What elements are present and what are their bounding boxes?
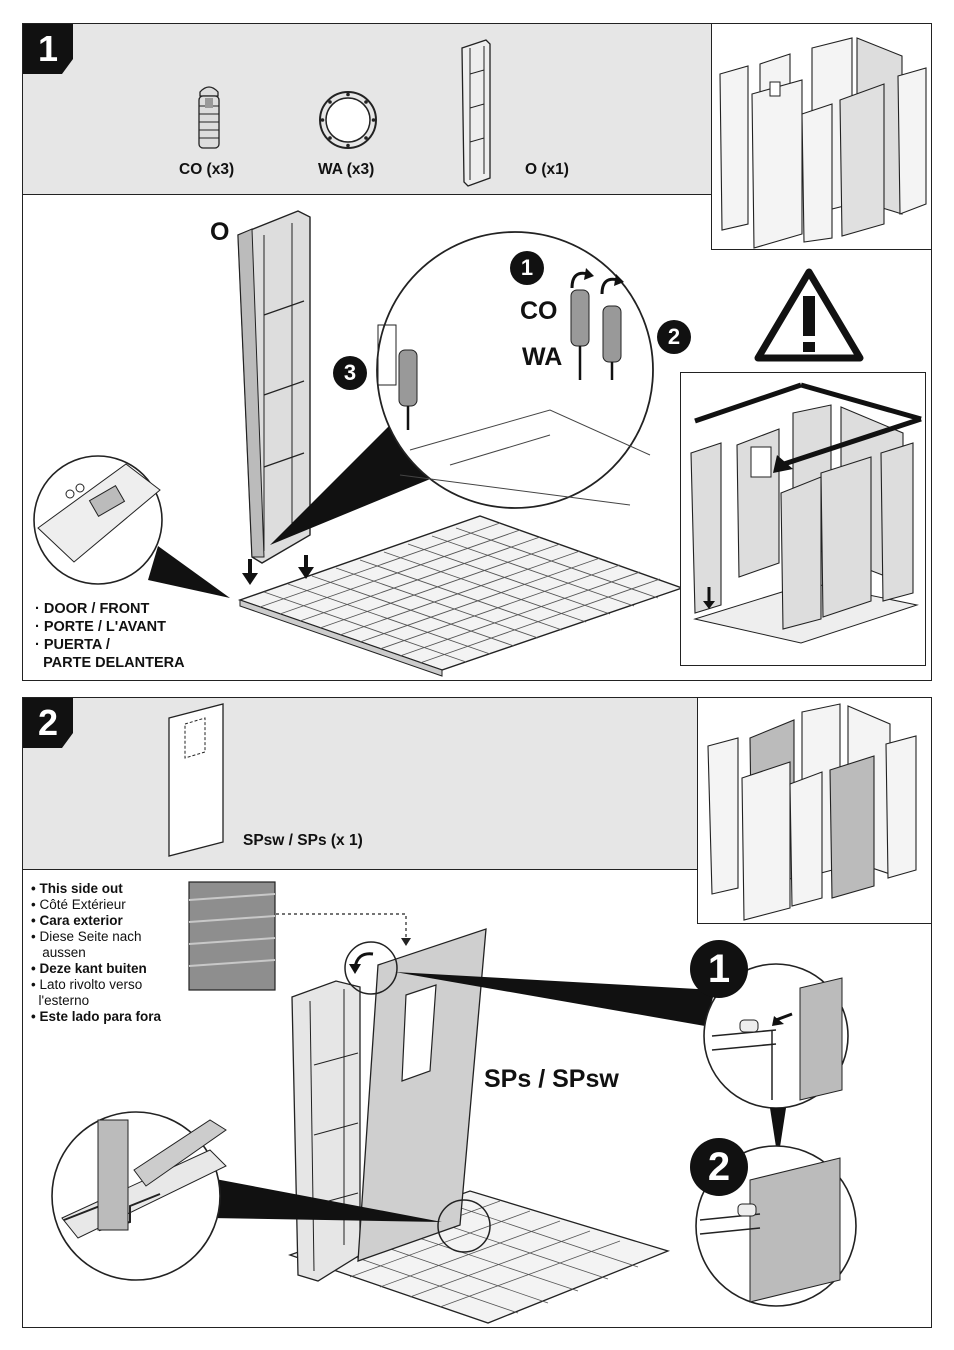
dashed-pointer [276,913,411,946]
callout-co: CO [520,297,558,325]
step2-number: 2 [23,698,73,748]
part-wa-label: WA (x3) [318,161,375,178]
door-front-en: DOOR / FRONT [43,601,150,617]
step2-detail-left [51,1111,227,1281]
step1-parts-bar [23,24,711,195]
step1-floor-drawing [237,515,685,677]
step2-connector-1 [395,972,715,1026]
side-out-it2: l'esterno [38,993,90,1008]
side-out-de2: aussen [42,945,86,960]
detail-step-1: 1 [690,940,748,998]
door-front-fr: PORTE / L'AVANT [43,619,166,635]
part-wa-icon [319,91,377,149]
step2-bottom-magnifier [437,1199,491,1253]
step1-detail-left [33,455,230,598]
step1-badge-wrap: 1 [23,24,73,74]
step2-badge-wrap: 2 [23,698,73,748]
step1-right-inset [680,372,926,666]
warning-icon [754,268,864,362]
door-front-es2: PARTE DELANTERA [43,655,185,671]
step2-overview-thumb [697,697,932,924]
sub-step-2: 2 [657,320,691,354]
door-front-list: · DOOR / FRONT · PORTE / L'AVANT · PUERT… [35,601,185,671]
part-sp-icon [168,703,224,857]
detail-step-2: 2 [690,1138,748,1196]
side-out-list: • This side out • Côté Extérieur • Cara … [31,881,162,1024]
step2-detail-1 [703,963,849,1109]
step1-panel-label: O [210,218,230,246]
part-o-label: O (x1) [525,161,569,178]
step1-number: 1 [23,24,73,74]
step2-frame [22,697,932,1328]
step2-connector-2 [210,1178,442,1222]
step2-panel-label: SPs / SPsw [484,1065,619,1093]
sub-step-1: 1 [510,251,544,285]
part-o-icon [461,39,491,187]
step1-side-panel-drawing [237,210,311,564]
side-out-en: This side out [39,881,123,896]
down-arrow-icon [242,555,314,585]
sub-step-3: 3 [333,356,367,390]
door-front-es: PUERTA / [43,637,110,653]
part-co-icon [198,86,220,149]
step2-top-magnifier [344,941,398,995]
step1-overview-thumb [711,23,932,250]
part-co-label: CO (x3) [179,161,235,178]
side-out-it: Lato rivolto verso [39,977,143,992]
step1-screws [398,289,622,430]
step1-frame [22,23,932,681]
side-out-nl: Deze kant buiten [39,961,147,976]
part-sp-label: SPsw / SPs (x 1) [243,832,363,849]
siding-texture [188,881,276,991]
rotate-arrow-icon [570,268,624,295]
side-out-es: Cara exterior [39,913,123,928]
step2-main-drawing [288,928,670,1324]
side-out-de: Diese Seite nach [39,929,142,944]
side-out-fr: Côté Extérieur [39,897,126,912]
callout-wa: WA [522,343,563,371]
side-out-pt: Este lado para fora [39,1009,162,1024]
step2-detail-connector [770,1108,786,1160]
step2-parts-bar [23,698,697,870]
